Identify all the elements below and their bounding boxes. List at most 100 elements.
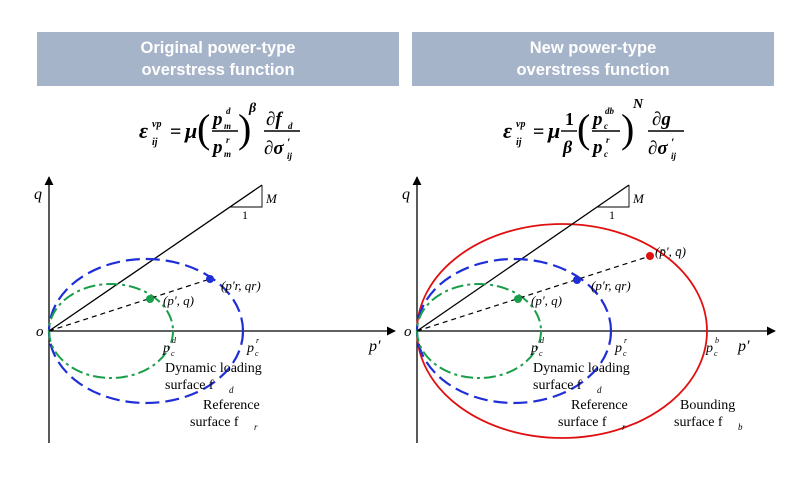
right-stress-path xyxy=(416,255,651,332)
eq-right-lhs: ε xyxy=(503,118,512,143)
left-csl-line xyxy=(48,184,263,332)
eq-right-deriv-prime: ′ xyxy=(671,135,674,149)
right-slope-1: 1 xyxy=(609,208,615,222)
eq-left-deriv-den-sub: ij xyxy=(287,151,293,161)
eq-right-frac-den-sub: c xyxy=(604,149,608,159)
left-dynamic-surface-line2: surface f xyxy=(165,378,214,393)
equation-original: ε ij vp = μ ( p m d p m r ) β ∂f d ∂σ ′ … xyxy=(139,101,300,161)
eq-left-deriv-den: ∂σ xyxy=(264,138,284,159)
right-csl-line xyxy=(416,184,630,332)
eq-left-equals: = xyxy=(170,121,181,143)
svg-text:p: p xyxy=(246,341,254,356)
right-pcd-label: p c d xyxy=(530,336,545,358)
left-reference-surface-sub: r xyxy=(254,422,258,432)
eq-left-deriv-num: ∂f xyxy=(266,109,283,130)
left-point-dynamic-label: (p′, q) xyxy=(163,293,194,308)
svg-text:p: p xyxy=(530,341,538,356)
equation-new: ε ij vp = μ 1 β ( p c db p c r ) N ∂g ∂σ… xyxy=(503,97,684,161)
right-point-dynamic xyxy=(514,295,522,303)
eq-left-lhs-sub: ij xyxy=(152,137,158,148)
right-bounding-surface-sub: b xyxy=(738,422,743,432)
svg-text:p: p xyxy=(162,341,170,356)
eq-left-frac-num-sub: m xyxy=(224,121,231,131)
right-pcr-label: p c r xyxy=(614,336,628,358)
left-slope-M: M xyxy=(265,191,278,206)
eq-left-lparen: ( xyxy=(197,106,210,151)
panel-new: q p′ o M 1 (p′, q) (p′r, qr) (p̄′, q̄) p… xyxy=(402,176,776,443)
svg-text:r: r xyxy=(256,336,260,345)
right-slope-M: M xyxy=(632,191,645,206)
left-p-axis-label: p′ xyxy=(368,338,381,355)
svg-text:c: c xyxy=(171,349,175,358)
eq-right-frac-den: p xyxy=(591,137,603,158)
eq-left-lhs-sup: vp xyxy=(152,119,161,130)
eq-right-frac-den-sup: r xyxy=(606,135,610,145)
eq-left-frac-num: p xyxy=(211,109,223,130)
eq-left-lhs: ε xyxy=(139,118,148,143)
left-point-dynamic xyxy=(146,295,154,303)
header-new-function: New power-type overstress function xyxy=(412,32,774,86)
eq-right-exponent: N xyxy=(632,97,644,112)
left-dynamic-surface-line1: Dynamic loading xyxy=(165,361,262,376)
right-bounding-surface-line1: Bounding xyxy=(680,398,735,413)
header-right-line1: New power-type xyxy=(529,39,657,57)
svg-text:c: c xyxy=(255,349,259,358)
eq-right-lparen: ( xyxy=(577,106,590,151)
panel-original: q p′ o M 1 (p′, q) (p′r, qr) p c d p c r… xyxy=(34,176,396,443)
svg-text:p: p xyxy=(705,341,713,356)
right-slope-triangle xyxy=(597,185,630,208)
eq-left-frac-den-sup: r xyxy=(226,135,230,145)
right-pcb-label: p c b xyxy=(705,336,719,358)
eq-right-frac-num-sup: db xyxy=(605,106,615,116)
eq-right-lhs-sup: vp xyxy=(516,119,525,130)
svg-text:p: p xyxy=(614,341,622,356)
left-q-axis-label: q xyxy=(34,186,42,203)
left-stress-path xyxy=(48,278,211,332)
eq-right-deriv-den: ∂σ xyxy=(648,138,668,159)
right-point-reference xyxy=(573,276,581,284)
left-reference-surface-line1: Reference xyxy=(203,398,260,413)
svg-text:c: c xyxy=(623,349,627,358)
right-origin-label: o xyxy=(404,324,412,340)
eq-left-exponent: β xyxy=(248,101,257,116)
svg-text:d: d xyxy=(172,336,177,345)
right-reference-surface-line2: surface f xyxy=(558,415,607,430)
eq-left-deriv-num-sub: d xyxy=(288,121,293,131)
left-dynamic-surface-sub: d xyxy=(229,385,234,395)
right-point-reference-label: (p′r, qr) xyxy=(591,278,631,293)
header-left-line2: overstress function xyxy=(141,61,295,79)
eq-left-deriv-prime: ′ xyxy=(287,135,290,149)
left-slope-1: 1 xyxy=(242,208,248,222)
eq-right-deriv-num: ∂g xyxy=(652,109,671,130)
eq-left-rparen: ) xyxy=(238,106,251,151)
eq-right-coef-den: β xyxy=(562,137,573,157)
svg-text:c: c xyxy=(714,349,718,358)
svg-text:b: b xyxy=(715,336,719,345)
eq-left-frac-den: p xyxy=(211,137,223,158)
right-dynamic-surface-line2: surface f xyxy=(533,378,582,393)
left-point-reference xyxy=(206,275,214,283)
eq-right-frac-num-sub: c xyxy=(604,121,608,131)
svg-text:r: r xyxy=(624,336,628,345)
eq-right-rparen: ) xyxy=(621,106,634,151)
left-slope-triangle xyxy=(230,185,263,208)
left-reference-surface-line2: surface f xyxy=(190,415,239,430)
header-original-function: Original power-type overstress function xyxy=(37,32,399,86)
header-right-line2: overstress function xyxy=(516,61,670,79)
eq-right-mu: μ xyxy=(547,118,560,143)
eq-right-coef-num: 1 xyxy=(565,109,574,129)
eq-right-equals: = xyxy=(533,121,544,143)
right-point-dynamic-label: (p′, q) xyxy=(531,293,562,308)
left-origin-label: o xyxy=(36,324,44,340)
eq-left-frac-den-sub: m xyxy=(224,149,231,159)
right-point-bounding-label: (p̄′, q̄) xyxy=(655,244,686,259)
eq-left-frac-num-sup: d xyxy=(226,106,231,116)
left-pcd-label: p c d xyxy=(162,336,177,358)
left-point-reference-label: (p′r, qr) xyxy=(221,278,261,293)
right-reference-surface-line1: Reference xyxy=(571,398,628,413)
right-bounding-surface-line2: surface f xyxy=(674,415,723,430)
svg-text:c: c xyxy=(539,349,543,358)
right-point-bounding xyxy=(646,252,654,260)
right-p-axis-label: p′ xyxy=(737,338,750,355)
